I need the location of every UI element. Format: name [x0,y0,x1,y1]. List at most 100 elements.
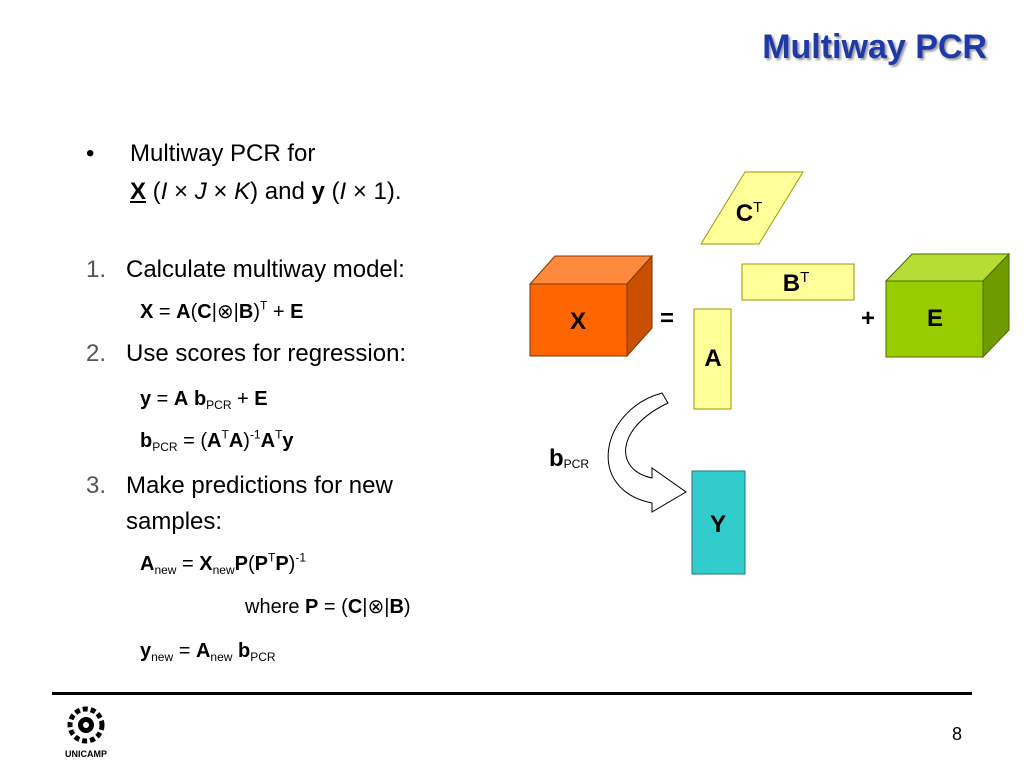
khatri-rao: |⊗| [211,301,239,323]
paren: ( [324,178,340,205]
step-2-number: 2. [86,340,107,367]
transpose: T [221,427,229,442]
label-c: CT [736,199,763,227]
label-x: X [570,308,586,335]
slide-title: Multiway PCR [762,28,987,66]
paren: ) [403,596,411,618]
page-number: 8 [951,724,962,744]
eq-p: P [275,553,289,575]
subscript-pcr: PCR [152,440,178,455]
step-3-text: Make predictions for new [126,472,393,499]
b-letter: B [783,270,800,297]
vector-y: y [311,178,325,205]
label-a: A [704,345,721,372]
transpose: T [275,427,283,442]
eq-p: P [234,553,248,575]
times: × [206,178,235,205]
label-bpcr: bPCR [549,445,589,472]
khatri-rao: |⊗| [362,596,390,618]
eq-sign: = [176,553,200,575]
loading-c: CT [700,171,804,245]
label-e: E [927,305,943,332]
eq-e: E [290,301,304,323]
equation-bpcr: bPCR = (ATA)-1ATy [140,427,294,455]
paren: ( [190,301,198,323]
inverse: -1 [295,550,307,565]
eq-b: b [193,388,207,410]
logo-text: UNICAMP [65,749,107,759]
step-1-number: 1. [86,256,107,283]
eq-x: X [140,301,154,323]
bullet-marker: • [86,140,95,167]
eq-y: y [140,640,152,662]
eq-b: B [238,301,254,323]
c-transpose: T [753,199,762,216]
equation-anew: Anew = XnewP(PTP)-1 [140,550,307,578]
cube-x: X [528,254,654,358]
eq-a: A [260,430,276,452]
inverse: -1 [249,427,261,442]
pcr-subscript: PCR [564,457,590,471]
b-letter: b [549,445,564,472]
bullet-line-1: Multiway PCR for [130,140,316,167]
b-transpose: T [800,269,809,286]
eq-sign: = [153,301,177,323]
paren: ( [146,178,161,205]
c-letter: C [736,200,753,227]
eq-sign: = [151,388,174,410]
paren: ) [253,301,260,323]
times: × [167,178,195,205]
step-1-text: Calculate multiway model: [126,256,405,283]
eq-y: y [140,388,152,410]
plus: + [267,301,291,323]
unicamp-logo: UNICAMP [56,703,116,763]
eq-p: P [305,596,319,618]
paren: ) [288,553,296,575]
paren: ( [247,553,255,575]
subscript-new: new [210,650,233,665]
scores-a: A [693,308,732,410]
dim-j: J [194,178,207,205]
regression-arrow [607,392,687,513]
plus-sign: + [861,305,875,332]
eq-b: b [237,640,251,662]
equation-where: where P = (C|⊗|B) [245,594,411,619]
and-text: ) and [250,178,312,205]
eq-sign: = ( [177,430,208,452]
paren: ) [243,430,250,452]
response-y: Y [691,470,746,575]
equals-sign: = [660,305,674,332]
eq-a: A [176,301,191,323]
times-one: × 1). [346,178,402,205]
unicamp-logo-mark [67,706,105,744]
eq-x: X [199,553,213,575]
eq-sign: = ( [318,596,348,618]
loading-b: BT [741,263,855,301]
eq-sign: = [173,640,196,662]
eq-c: C [347,596,363,618]
eq-y: y [282,430,294,452]
eq-b: B [389,596,404,618]
label-y: Y [710,511,726,538]
subscript-new: new [154,563,177,578]
eq-p: P [254,553,268,575]
dim-k: K [234,178,251,205]
bullet-line-2: X (I × J × K) and y (I × 1). [130,178,402,206]
equation-regression: y = A bPCR + E [140,388,268,411]
tensor-x: X [130,178,147,205]
label-b: BT [783,269,810,297]
transpose: T [260,298,268,313]
step-3-number: 3. [86,472,107,499]
eq-a: A [195,640,211,662]
eq-e: E [254,388,268,410]
eq-a: A [173,388,189,410]
step-3-text-2: samples: [126,508,223,535]
footer-divider [52,692,972,695]
dim-i: I [339,178,347,205]
subscript-pcr: PCR [206,398,232,413]
equation-model: X = A(C|⊗|B)T + E [140,299,303,324]
plus: + [231,388,255,410]
equation-ynew: ynew = Anew bPCR [140,640,276,663]
eq-b: b [140,430,153,452]
